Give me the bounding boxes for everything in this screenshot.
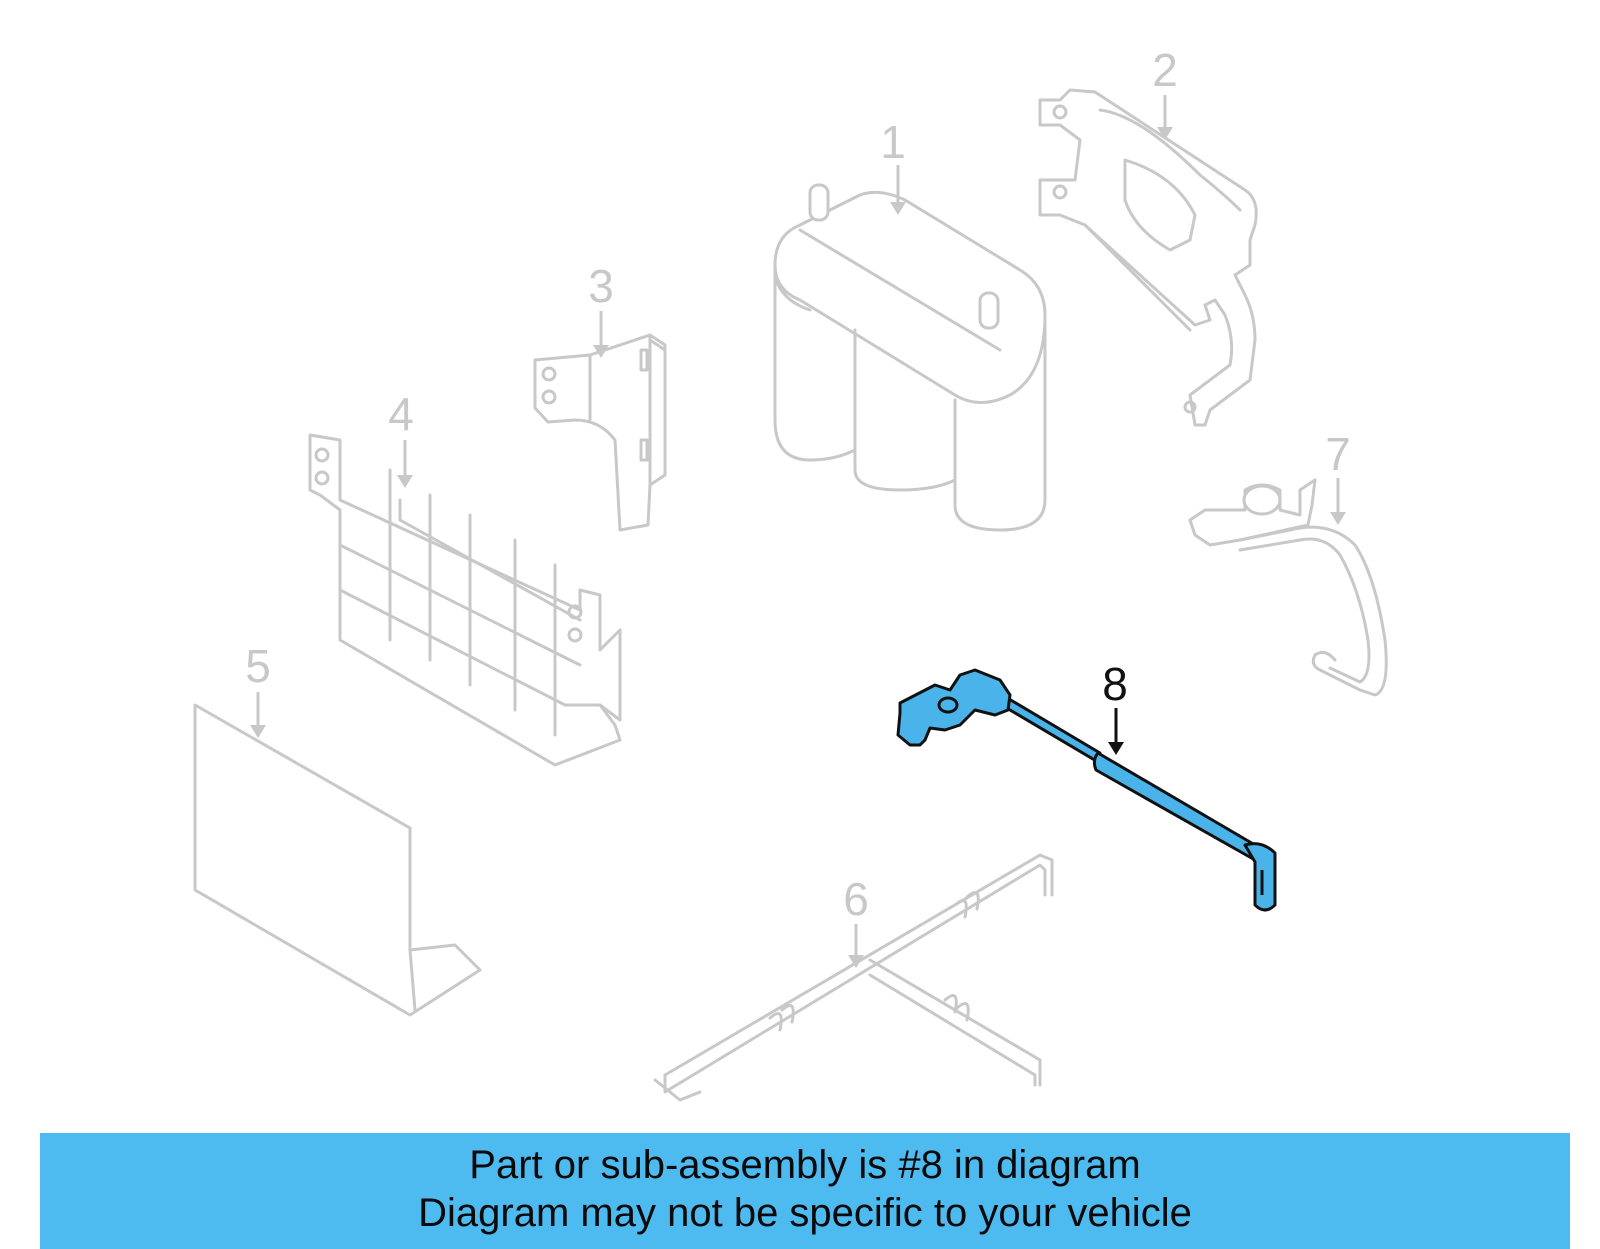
part-7-cable <box>1188 478 1388 697</box>
callout-7: 7 <box>1325 428 1351 525</box>
callout-3: 3 <box>588 260 614 358</box>
part-4-grid-panel <box>308 433 622 767</box>
callout-2: 2 <box>1152 44 1178 140</box>
part-2-tray-bracket <box>1038 88 1258 427</box>
svg-text:7: 7 <box>1325 428 1351 480</box>
callout-5: 5 <box>245 640 271 738</box>
part-1-battery <box>773 183 1047 532</box>
callout-8: 8 <box>1102 658 1128 755</box>
banner-line-2: Diagram may not be specific to your vehi… <box>418 1191 1192 1235</box>
part-5-cover-panel <box>193 703 482 1017</box>
banner-line-1: Part or sub-assembly is #8 in diagram <box>469 1143 1141 1187</box>
svg-text:1: 1 <box>880 116 906 168</box>
part-6-pipe-assembly <box>653 853 1054 1102</box>
part-3-bracket <box>533 333 667 532</box>
svg-text:2: 2 <box>1152 44 1178 96</box>
svg-text:3: 3 <box>588 260 614 312</box>
info-banner: Part or sub-assembly is #8 in diagram Di… <box>40 1133 1570 1249</box>
part-8-highlighted-cable[interactable] <box>896 668 1277 912</box>
svg-text:6: 6 <box>843 873 869 925</box>
svg-text:4: 4 <box>388 388 414 440</box>
svg-text:5: 5 <box>245 640 271 692</box>
callout-6: 6 <box>843 873 869 968</box>
callout-4: 4 <box>388 388 414 488</box>
svg-text:8: 8 <box>1102 658 1128 710</box>
callout-1: 1 <box>880 116 906 215</box>
